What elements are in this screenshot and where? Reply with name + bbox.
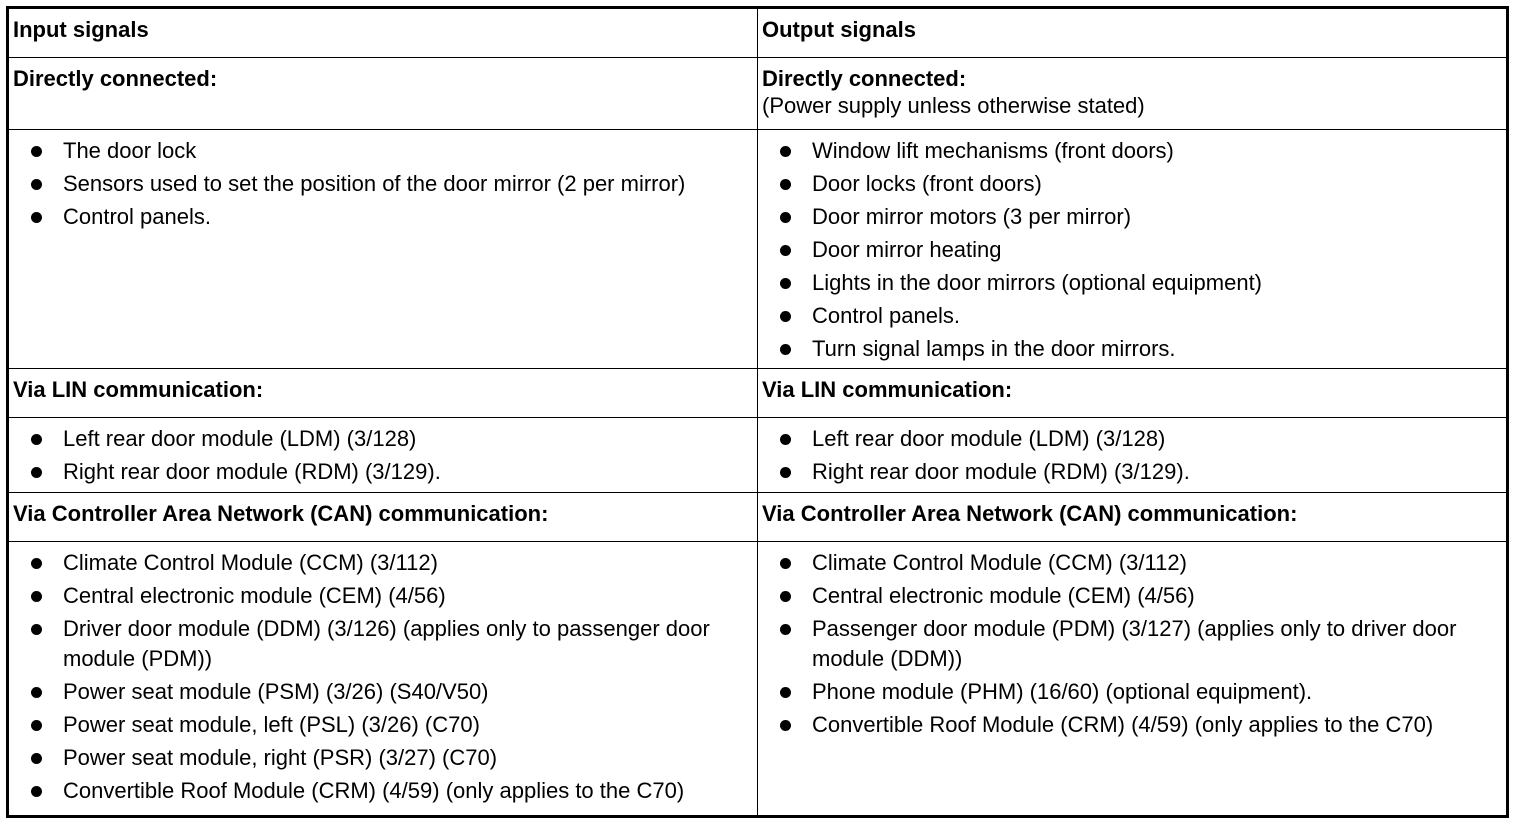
list-item: Passenger door module (PDM) (3/127) (app… <box>758 614 1498 674</box>
bullet-icon <box>780 179 791 190</box>
column-header-row: Input signals Output signals <box>7 7 1508 58</box>
section-can-header: Via Controller Area Network (CAN) commun… <box>7 492 1508 542</box>
bullet-icon <box>31 786 42 797</box>
list-item: Central electronic module (CEM) (4/56) <box>9 581 749 611</box>
output-item-list: Window lift mechanisms (front doors) Doo… <box>758 130 1506 364</box>
section-lin-body: Left rear door module (LDM) (3/128) Righ… <box>7 417 1508 493</box>
output-item-list: Left rear door module (LDM) (3/128) Righ… <box>758 418 1506 487</box>
input-section-title: Via LIN communication: <box>7 368 758 418</box>
bullet-icon <box>31 434 42 445</box>
list-item: Power seat module (PSM) (3/26) (S40/V50) <box>9 677 749 707</box>
output-signals-header: Output signals <box>757 7 1508 58</box>
input-item-list: The door lock Sensors used to set the po… <box>9 130 757 232</box>
bullet-icon <box>780 720 791 731</box>
list-item: Power seat module, right (PSR) (3/27) (C… <box>9 743 749 773</box>
list-item: Window lift mechanisms (front doors) <box>758 136 1498 166</box>
bullet-icon <box>31 687 42 698</box>
list-item: Convertible Roof Module (CRM) (4/59) (on… <box>758 710 1498 740</box>
bullet-icon <box>780 146 791 157</box>
bullet-icon <box>780 591 791 602</box>
input-signals-header: Input signals <box>7 7 758 58</box>
list-item: Turn signal lamps in the door mirrors. <box>758 334 1498 364</box>
bullet-icon <box>780 311 791 322</box>
output-items-cell: Left rear door module (LDM) (3/128) Righ… <box>757 417 1508 493</box>
bullet-icon <box>31 720 42 731</box>
output-section-title: Via Controller Area Network (CAN) commun… <box>757 492 1508 542</box>
bullet-icon <box>31 467 42 478</box>
list-item: Right rear door module (RDM) (3/129). <box>9 457 749 487</box>
output-section-title: Directly connected:(Power supply unless … <box>757 57 1508 130</box>
bullet-icon <box>780 212 791 223</box>
bullet-icon <box>780 558 791 569</box>
list-item: The door lock <box>9 136 749 166</box>
output-section-subtitle: (Power supply unless otherwise stated) <box>762 93 1145 118</box>
list-item: Convertible Roof Module (CRM) (4/59) (on… <box>9 776 749 806</box>
bullet-icon <box>780 278 791 289</box>
input-item-list: Left rear door module (LDM) (3/128) Righ… <box>9 418 757 487</box>
bullet-icon <box>31 591 42 602</box>
signals-table: Input signals Output signals Directly co… <box>6 6 1509 818</box>
bullet-icon <box>31 624 42 635</box>
list-item: Climate Control Module (CCM) (3/112) <box>9 548 749 578</box>
section-directly-connected-header: Directly connected: Directly connected:(… <box>7 57 1508 130</box>
list-item: Control panels. <box>758 301 1498 331</box>
list-item: Right rear door module (RDM) (3/129). <box>758 457 1498 487</box>
bullet-icon <box>780 245 791 256</box>
bullet-icon <box>31 212 42 223</box>
bullet-icon <box>31 179 42 190</box>
input-item-list: Climate Control Module (CCM) (3/112) Cen… <box>9 542 757 806</box>
bullet-icon <box>780 344 791 355</box>
bullet-icon <box>780 624 791 635</box>
list-item: Central electronic module (CEM) (4/56) <box>758 581 1498 611</box>
bullet-icon <box>31 753 42 764</box>
input-section-title: Via Controller Area Network (CAN) commun… <box>7 492 758 542</box>
input-items-cell: Left rear door module (LDM) (3/128) Righ… <box>7 417 758 493</box>
list-item: Climate Control Module (CCM) (3/112) <box>758 548 1498 578</box>
list-item: Door mirror heating <box>758 235 1498 265</box>
output-items-cell: Window lift mechanisms (front doors) Doo… <box>757 129 1508 369</box>
list-item: Driver door module (DDM) (3/126) (applie… <box>9 614 749 674</box>
input-section-title: Directly connected: <box>7 57 758 130</box>
list-item: Left rear door module (LDM) (3/128) <box>9 424 749 454</box>
output-item-list: Climate Control Module (CCM) (3/112) Cen… <box>758 542 1506 740</box>
list-item: Lights in the door mirrors (optional equ… <box>758 268 1498 298</box>
list-item: Control panels. <box>9 202 749 232</box>
bullet-icon <box>31 146 42 157</box>
list-item: Left rear door module (LDM) (3/128) <box>758 424 1498 454</box>
list-item: Door mirror motors (3 per mirror) <box>758 202 1498 232</box>
section-lin-header: Via LIN communication: Via LIN communica… <box>7 368 1508 418</box>
list-item: Sensors used to set the position of the … <box>9 169 749 199</box>
input-items-cell: Climate Control Module (CCM) (3/112) Cen… <box>7 541 758 817</box>
bullet-icon <box>780 687 791 698</box>
bullet-icon <box>31 558 42 569</box>
input-items-cell: The door lock Sensors used to set the po… <box>7 129 758 369</box>
list-item: Power seat module, left (PSL) (3/26) (C7… <box>9 710 749 740</box>
output-items-cell: Climate Control Module (CCM) (3/112) Cen… <box>757 541 1508 817</box>
bullet-icon <box>780 467 791 478</box>
output-section-title: Via LIN communication: <box>757 368 1508 418</box>
list-item: Phone module (PHM) (16/60) (optional equ… <box>758 677 1498 707</box>
section-directly-connected-body: The door lock Sensors used to set the po… <box>7 129 1508 369</box>
section-can-body: Climate Control Module (CCM) (3/112) Cen… <box>7 541 1508 817</box>
list-item: Door locks (front doors) <box>758 169 1498 199</box>
bullet-icon <box>780 434 791 445</box>
